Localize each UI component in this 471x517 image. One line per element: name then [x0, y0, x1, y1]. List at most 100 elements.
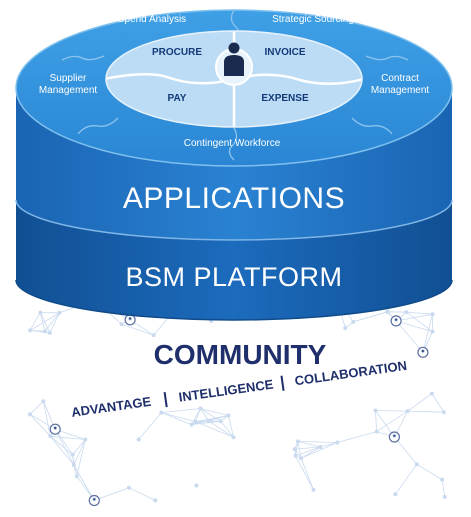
- expense-label: EXPENSE: [261, 93, 309, 104]
- network-node-icon: [47, 330, 52, 335]
- network-person-head: [53, 425, 58, 430]
- network-link: [395, 320, 433, 332]
- network-link: [407, 410, 444, 413]
- network-link: [50, 435, 73, 456]
- network-node-icon: [293, 453, 298, 458]
- network-node-icon: [194, 483, 199, 488]
- network-node-icon: [206, 418, 211, 423]
- contract-management-label-line1: Contract: [381, 73, 419, 84]
- network-link: [441, 479, 446, 497]
- network-link: [220, 421, 234, 438]
- network-link: [294, 446, 321, 450]
- network-node-icon: [292, 447, 297, 452]
- network-link: [208, 420, 234, 438]
- network-link: [431, 393, 445, 413]
- network-link: [161, 412, 196, 423]
- network-node-icon: [385, 309, 390, 314]
- network-link: [76, 439, 86, 477]
- network-link: [73, 464, 95, 501]
- network-node-icon: [295, 439, 300, 444]
- network-node-icon: [57, 310, 62, 315]
- network-link: [191, 408, 201, 425]
- network-node-icon: [311, 487, 316, 492]
- network-link: [406, 311, 433, 332]
- network-link: [121, 323, 154, 336]
- network-node-icon: [373, 408, 378, 413]
- network-node-icon: [429, 391, 434, 396]
- network-node-icon: [48, 434, 53, 439]
- network-link: [200, 408, 221, 422]
- network-link: [44, 312, 60, 332]
- network-link: [43, 401, 51, 437]
- network-node-icon: [126, 485, 131, 490]
- network-link: [228, 415, 234, 438]
- network-link: [375, 410, 377, 432]
- network-link: [29, 413, 51, 437]
- network-link: [297, 441, 302, 459]
- network-node-icon: [70, 452, 75, 457]
- contract-management-label-line2: Management: [371, 85, 430, 96]
- network-node-icon: [83, 437, 88, 442]
- network-link: [297, 441, 338, 443]
- network-link: [40, 312, 51, 334]
- network-node-icon: [414, 462, 419, 467]
- network-person-head: [92, 497, 97, 502]
- network-link: [30, 330, 45, 332]
- network-node-icon: [231, 435, 236, 440]
- network-link: [200, 408, 229, 416]
- network-link: [387, 311, 407, 313]
- network-node-icon: [335, 440, 340, 445]
- network-link: [72, 439, 86, 456]
- network-node-icon: [299, 456, 304, 461]
- network-link: [49, 312, 60, 334]
- network-link: [422, 314, 433, 353]
- network-node-icon: [71, 463, 76, 467]
- core-disc: [105, 30, 363, 128]
- network-link: [375, 410, 408, 412]
- network-node-icon: [28, 328, 33, 333]
- bsm-platform-title: BSM PLATFORM: [125, 262, 342, 292]
- network-node-icon: [343, 326, 348, 330]
- network-link: [138, 412, 162, 440]
- network-link: [29, 312, 60, 331]
- network-link: [200, 408, 210, 422]
- network-link: [394, 436, 418, 465]
- applications-title: APPLICATIONS: [123, 182, 345, 215]
- advantage-label: ADVANTAGE: [70, 394, 152, 420]
- network-person-head: [394, 317, 399, 322]
- network-node-icon: [440, 477, 445, 482]
- network-link: [295, 455, 314, 491]
- network-node-icon: [218, 419, 223, 424]
- network-link: [395, 464, 418, 495]
- network-link: [395, 320, 424, 353]
- network-link: [29, 312, 41, 331]
- network-person-head: [392, 433, 397, 438]
- network-link: [300, 442, 338, 459]
- person-icon: [215, 42, 253, 86]
- network-link: [320, 442, 338, 448]
- network-link: [416, 463, 443, 480]
- pay-label: PAY: [168, 93, 187, 104]
- network-link: [128, 487, 156, 501]
- network-node-icon: [441, 410, 446, 415]
- network-link: [161, 408, 201, 413]
- network-link: [396, 313, 433, 322]
- network-link: [407, 393, 433, 412]
- community-network: [28, 294, 447, 507]
- network-node-icon: [374, 429, 379, 434]
- network-link: [49, 436, 75, 466]
- network-link: [161, 412, 192, 425]
- network-node-icon: [351, 319, 356, 324]
- network-link: [376, 410, 408, 432]
- network-node-icon: [430, 329, 435, 334]
- network-node-icon: [189, 422, 194, 427]
- network-node-icon: [28, 412, 32, 417]
- network-person-head: [420, 349, 425, 354]
- network-node-icon: [193, 419, 198, 424]
- network-link: [195, 421, 234, 438]
- network-node-icon: [136, 437, 141, 442]
- pillar-separator-2: |: [279, 374, 286, 391]
- network-link: [300, 446, 321, 459]
- network-node-icon: [159, 410, 164, 415]
